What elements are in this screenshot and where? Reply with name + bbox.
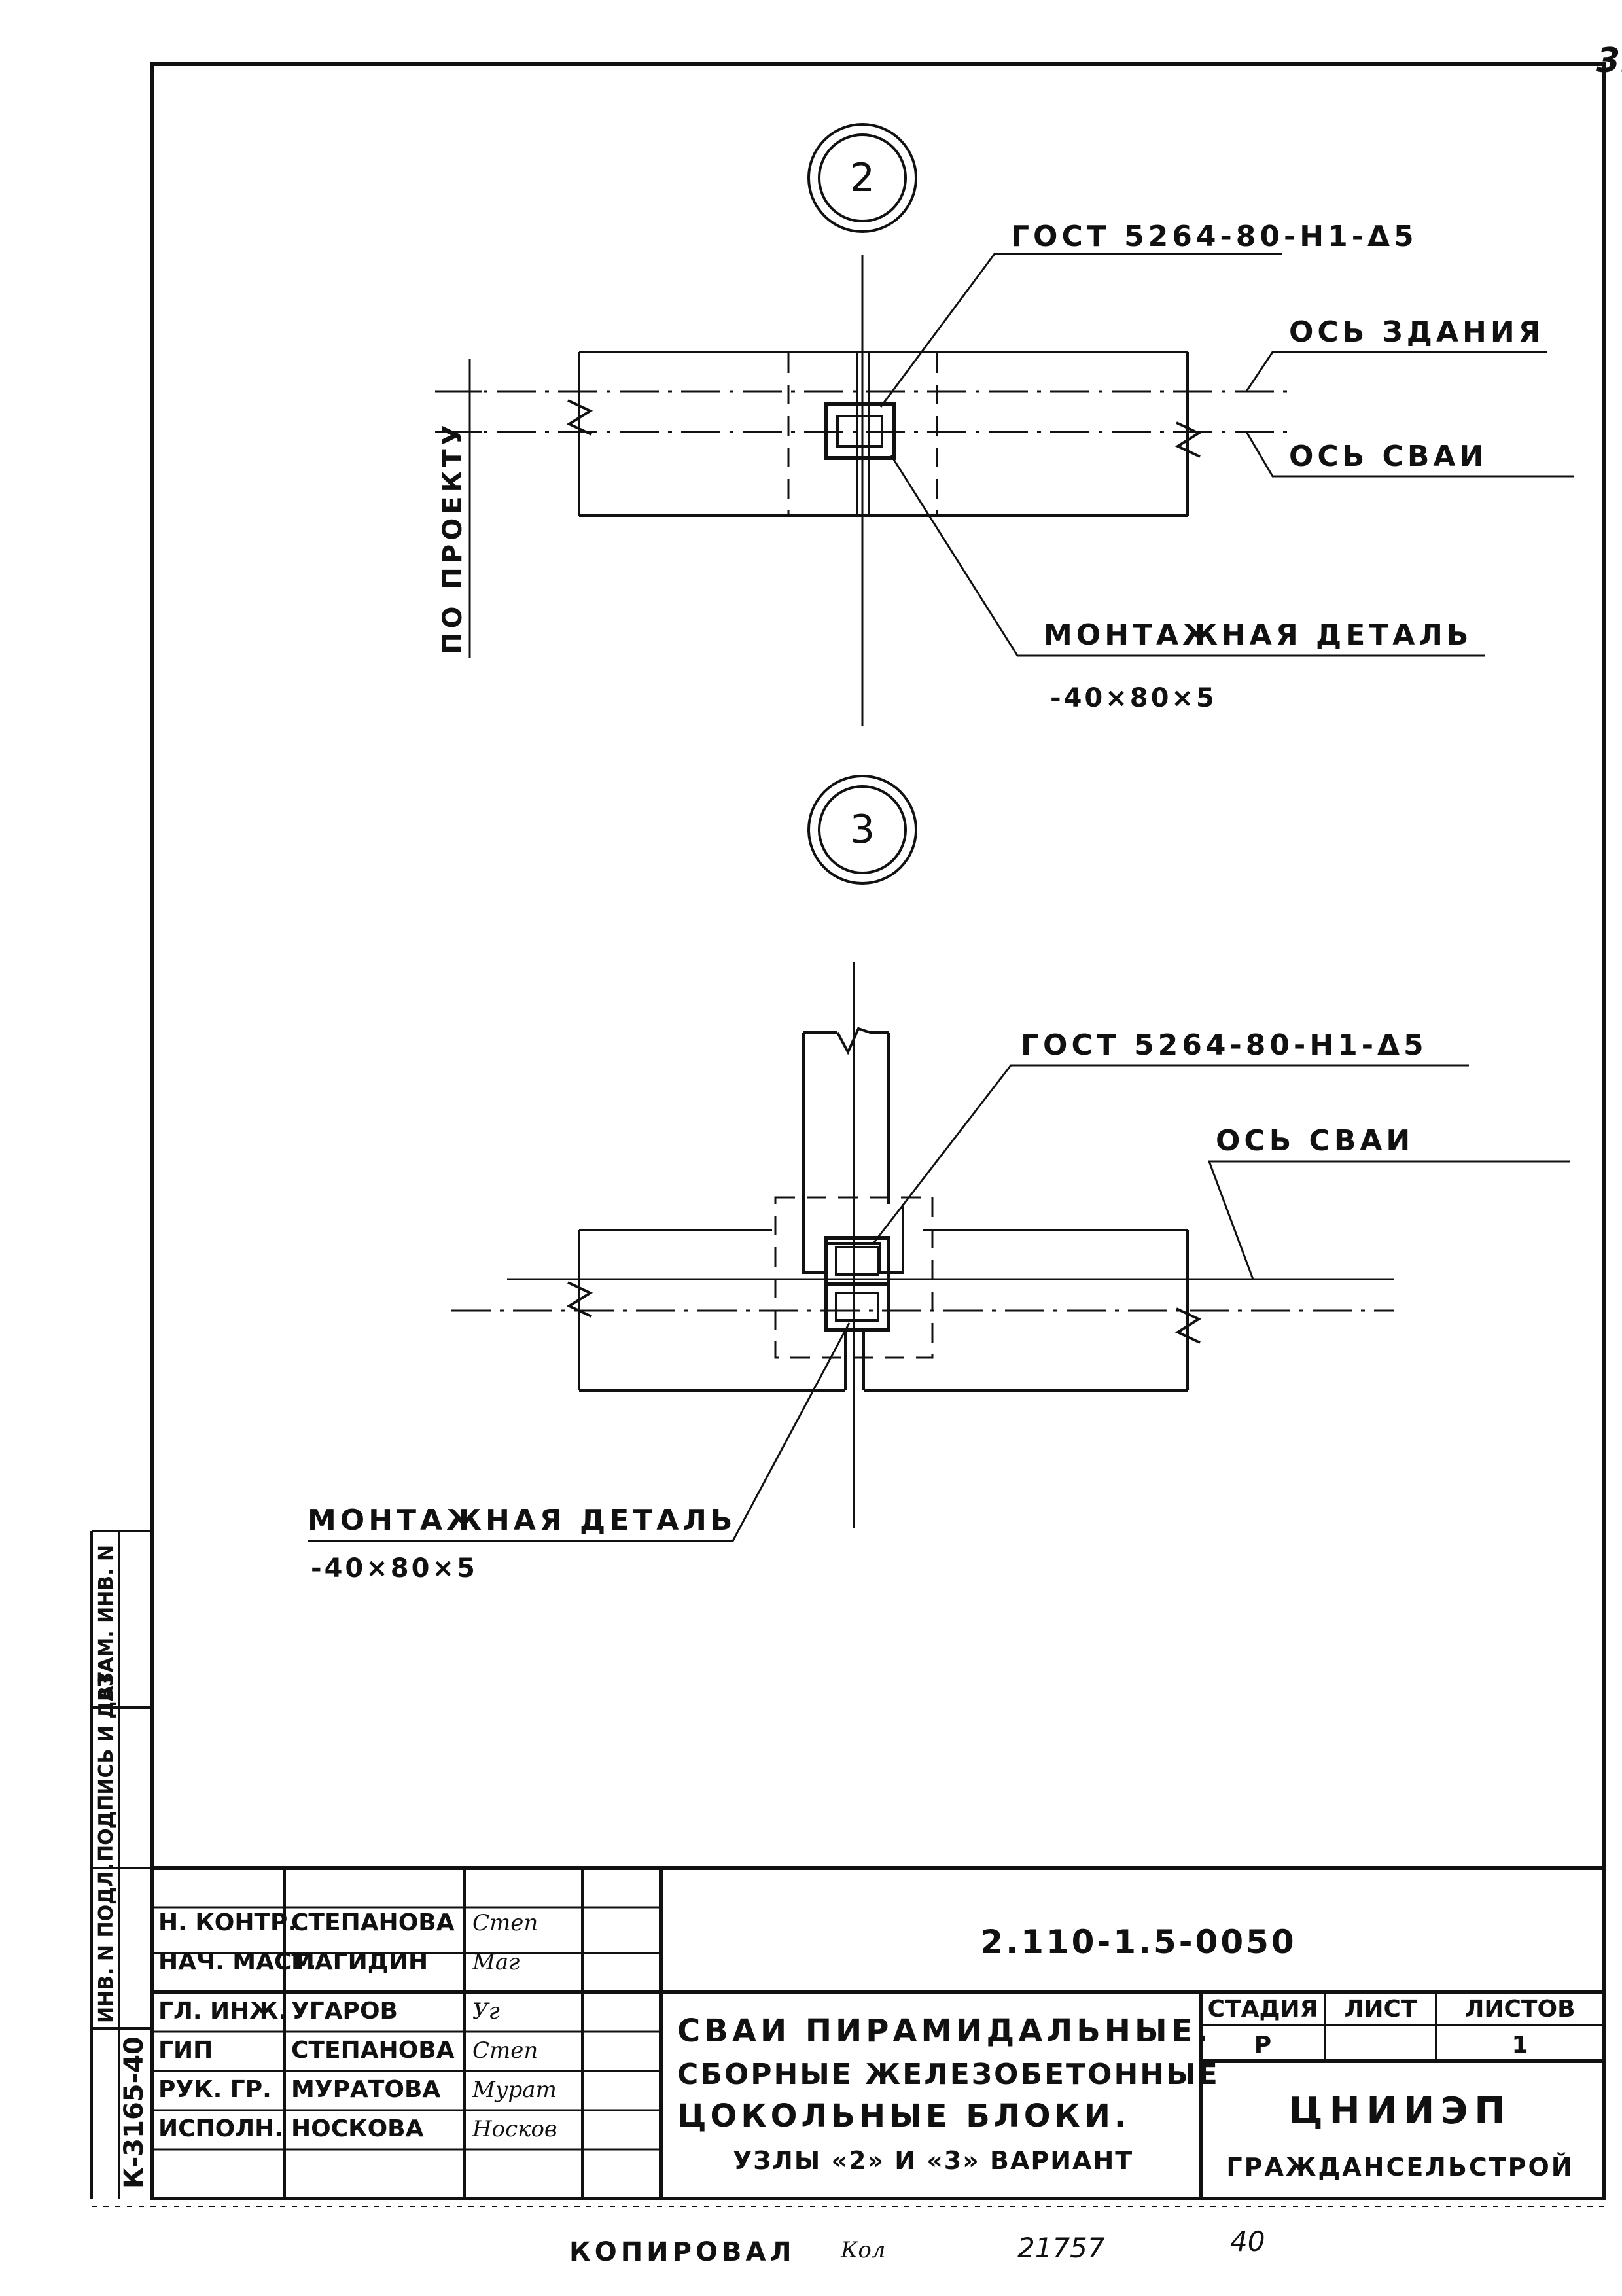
node-2-mount-leader bbox=[890, 455, 1485, 657]
sign-row-1-signature: Степ bbox=[472, 1910, 538, 1936]
node-2-mount-label: МОНТАЖНАЯ ДЕТАЛЬ bbox=[1044, 618, 1472, 652]
node-3-gost-leader bbox=[872, 1064, 1469, 1244]
sign-row-2-signature: Маг bbox=[472, 1949, 520, 1975]
node-2-break-right bbox=[1174, 421, 1202, 458]
node-2-marker-inner bbox=[818, 133, 907, 222]
sheets-header: ЛИСТОВ bbox=[1464, 1996, 1575, 2022]
sign-row-3-role: ГЛ. ИНЖ. bbox=[158, 1998, 287, 2024]
node-3-detail: 3 ГОСТ 5264-80-Н1 bbox=[308, 775, 1570, 1583]
node-2-building-axis-label: ОСЬ ЗДАНИЯ bbox=[1289, 315, 1545, 349]
org-name: ЦНИИЭП bbox=[1289, 2090, 1512, 2132]
footer-number: 21757 bbox=[1017, 2232, 1105, 2264]
sheets-value: 1 bbox=[1511, 2032, 1528, 2058]
title-line-3: ЦОКОЛЬНЫЕ БЛОКИ. bbox=[677, 2098, 1130, 2134]
footer-copied: КОПИРОВАЛ bbox=[569, 2237, 796, 2267]
sign-row-4-signature: Степ bbox=[472, 2038, 538, 2064]
side-stamp-replaces-inv: ВЗАМ. ИНВ. N bbox=[95, 1545, 118, 1701]
stage-header: СТАДИЯ bbox=[1208, 1996, 1318, 2022]
side-stamp: ВЗАМ. ИНВ. N ПОДПИСЬ И ДАТА ИНВ. N ПОДЛ.… bbox=[90, 1530, 152, 2199]
sign-row-3-name: УГАРОВ bbox=[291, 1998, 398, 2024]
node-3-marker-inner bbox=[818, 785, 907, 874]
title-line-4: УЗЛЫ «2» И «3» ВАРИАНТ bbox=[733, 2146, 1133, 2175]
node-2-marker-label: 2 bbox=[850, 155, 875, 201]
page-number: 39 bbox=[1596, 41, 1622, 80]
node-3-pile-axis-label: ОСЬ СВАИ bbox=[1216, 1124, 1414, 1157]
node-3-marker-outer bbox=[807, 775, 917, 885]
title-block: 2.110-1.5-0050 СТАДИЯ ЛИСТ ЛИСТОВ Р 1 ЦН… bbox=[152, 1866, 1604, 2199]
sign-row-5-signature: Мурат bbox=[472, 2077, 557, 2103]
doc-code: 2.110-1.5-0050 bbox=[980, 1923, 1296, 1961]
node-2-pile-axis-label: ОСЬ СВАИ bbox=[1289, 440, 1487, 473]
node-3-break-left bbox=[566, 1281, 593, 1318]
node-3-mount-plate-bottom-inner bbox=[835, 1292, 879, 1322]
node-3-column-break bbox=[836, 1027, 871, 1055]
node-2-building-axis-leader bbox=[1245, 351, 1547, 392]
node-2-by-project-label: ПО ПРОЕКТУ bbox=[438, 421, 468, 654]
node-3-dashed-recess bbox=[774, 1196, 934, 1359]
sign-row-4-role: ГИП bbox=[158, 2037, 213, 2064]
signature-rows: Н. КОНТР. СТЕПАНОВА Степ НАЧ. МАСТ. МАГИ… bbox=[158, 1909, 557, 2142]
footer-copied-sign: Кол bbox=[840, 2237, 885, 2263]
node-3-marker-label: 3 bbox=[850, 807, 875, 853]
node-3-column-slot bbox=[802, 1204, 904, 1274]
sign-row-3-signature: Уг bbox=[472, 1998, 500, 2024]
node-2-break-left bbox=[566, 399, 593, 436]
node-3-mount-plate-bottom bbox=[824, 1282, 890, 1332]
node-2-pile-axis-leader bbox=[1245, 431, 1574, 478]
node-3-mount-leader bbox=[308, 1322, 851, 1542]
sign-row-4-name: СТЕПАНОВА bbox=[291, 2037, 455, 2064]
sign-row-2-name: МАГИДИН bbox=[291, 1949, 428, 1975]
sign-row-5-name: МУРАТОВА bbox=[291, 2076, 440, 2103]
side-stamp-inv-value: К-3165-40 bbox=[119, 2036, 149, 2189]
sign-row-2-role: НАЧ. МАСТ. bbox=[158, 1949, 317, 1975]
node-2-gost-label: ГОСТ 5264-80-Н1-Δ5 bbox=[1011, 220, 1418, 253]
sign-row-6-name: НОСКОВА bbox=[291, 2115, 424, 2142]
sign-row-6-role: ИСПОЛН. bbox=[158, 2115, 283, 2142]
sheet-header: ЛИСТ bbox=[1344, 1996, 1417, 2022]
sign-row-6-signature: Носков bbox=[472, 2116, 557, 2142]
title-line-1: СВАИ ПИРАМИДАЛЬНЫЕ. bbox=[677, 2013, 1212, 2049]
node-3-mount-size: -40×80×5 bbox=[311, 1553, 478, 1583]
drawing-frame bbox=[150, 62, 1606, 2200]
node-2-detail: 2 ГОСТ 5264-80-Н1-Δ5 ОСЬ ЗДАНИЯ ОСЬ СВ bbox=[435, 123, 1574, 726]
node-3-pile-axis-leader bbox=[1207, 1160, 1570, 1280]
title-line-2: СБОРНЫЕ ЖЕЛЕЗОБЕТОННЫЕ bbox=[677, 2058, 1220, 2091]
node-2-gost-leader bbox=[879, 253, 1282, 408]
side-stamp-signature-date: ПОДПИСЬ И ДАТА bbox=[95, 1657, 118, 1862]
org-subtitle: ГРАЖДАНСЕЛЬСТРОЙ bbox=[1226, 2153, 1574, 2181]
sign-row-1-role: Н. КОНТР. bbox=[158, 1909, 296, 1936]
node-2-mount-plate-inner bbox=[836, 415, 883, 448]
side-stamp-inv-original: ИНВ. N ПОДЛ. bbox=[95, 1863, 118, 2023]
node-3-gost-label: ГОСТ 5264-80-Н1-Δ5 bbox=[1021, 1029, 1428, 1062]
node-3-mount-label: МОНТАЖНАЯ ДЕТАЛЬ bbox=[308, 1504, 736, 1537]
node-2-marker-outer bbox=[807, 123, 917, 233]
node-3-break-right bbox=[1174, 1307, 1202, 1344]
node-2-mount-plate-outer bbox=[824, 402, 896, 460]
stage-value: Р bbox=[1254, 2032, 1271, 2058]
sign-row-1-name: СТЕПАНОВА bbox=[291, 1909, 455, 1936]
node-3-mount-plate-top-inner bbox=[835, 1246, 879, 1276]
footer-format: 40 bbox=[1230, 2225, 1265, 2257]
sign-row-5-role: РУК. ГР. bbox=[158, 2076, 272, 2103]
node-2-mount-size: -40×80×5 bbox=[1050, 683, 1217, 713]
